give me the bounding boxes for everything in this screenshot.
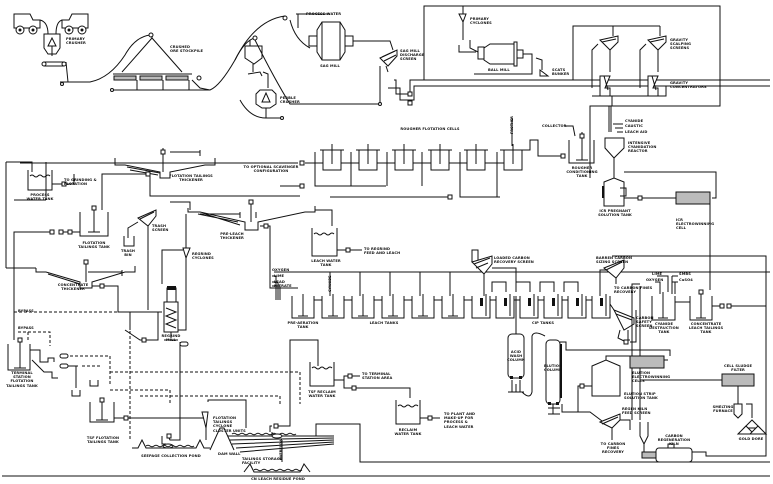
label-dam-wall: DAM WALL	[218, 452, 241, 456]
label-leach-aid: LEACH AID	[625, 130, 648, 134]
label-carbon-safety-screen: CARBON SAFETY SCREEN	[636, 316, 654, 329]
ball-mill-symbol	[474, 41, 550, 77]
label-sag-mill: SAG MILL	[320, 64, 340, 68]
label-concentrate-thickener: CONCENTRATE THICKENER	[57, 283, 89, 292]
haul-truck-left	[13, 13, 41, 35]
label-scats-bunker: SCATS BUNKER	[552, 68, 570, 77]
label-cip-tanks: CIP TANKS	[531, 321, 555, 325]
label-pre-aeration-tank: PRE-AERATION TANK	[287, 321, 319, 330]
label-intensive-cyanidation-reactor: INTENSIVE CYANIDATION REACTOR	[628, 141, 657, 154]
label-reclaim-water-tank: RECLAIM WATER TANK	[394, 428, 422, 437]
label-carbon-regeneration-kiln: CARBON REGENERATION KILN	[657, 434, 691, 447]
label-leach-tanks: LEACH TANKS	[369, 321, 399, 325]
label-flotation-tailings-cyclone: FLOTATION TAILINGS CYCLONE CLUSTER UNITS	[213, 416, 246, 433]
label-icr-electrowinning-cell: ICR ELECTROWINNING CELL	[676, 218, 715, 231]
label-regrind-mill: REGRIND MILL	[161, 334, 181, 343]
label-frother: FROTHER	[510, 116, 514, 134]
label-lime: LIME	[274, 274, 285, 278]
label-to-regrind-feed-leach: TO REGRIND FEED AND LEACH	[364, 247, 401, 256]
label-primary-cyclones: PRIMARY CYCLONES	[470, 17, 492, 26]
label-loaded-carbon-recovery-screen: LOADED CARBON RECOVERY SCREEN	[494, 256, 534, 265]
label-process-water: PROCESS WATER	[306, 12, 342, 16]
sag-discharge-screen-symbol	[379, 49, 398, 73]
elution-column-symbol	[545, 339, 562, 415]
label-caustic: CAUSTIC	[625, 124, 643, 128]
label-cyanide-leach: CYANIDE	[328, 275, 332, 292]
label-smelting-furnace: SMELTING FURNACE	[712, 405, 734, 414]
rougher-flotation-cells-symbol	[314, 144, 524, 198]
label-to-terminal-station-area: TO TERMINAL STATION AREA	[362, 372, 393, 381]
label-flotation-tailings-thickener: FLOTATION TAILINGS THICKENER	[169, 174, 213, 183]
label-terminal-station-flotation-tailings-tank: TERMINAL STATION FLOTATION TAILINGS TANK	[6, 371, 38, 388]
label-gravity-concentrators: GRAVITY CONCENTRATORS	[670, 81, 707, 90]
label-gold-dore: GOLD DORE	[738, 437, 764, 441]
label-elution-column: ELUTION COLUMN	[544, 364, 563, 373]
label-to-grinding-flotation: TO GRINDING & FLOTATION	[64, 178, 97, 187]
label-bypass-2: BYPASS	[18, 326, 34, 330]
label-to-plant-makeup: TO PLANT AND MAKE-UP FOR PROCESS & LEACH…	[444, 412, 476, 429]
label-seepage-collection-pond: SEEPAGE COLLECTION POND	[141, 454, 201, 458]
label-elution-electrowinning-cells: ELUTION ELECTROWINNING CELLS	[632, 371, 671, 384]
label-bypass-1: BYPASS	[18, 309, 34, 313]
label-regrind-cyclones: REGRIND CYCLONES	[192, 252, 214, 261]
label-icr-pregnant-solution-tank: ICR PREGNANT SOLUTION TANK	[598, 209, 632, 218]
label-elution-strip-solution-tank: ELUTION STRIP SOLUTION TANK	[624, 392, 658, 401]
label-cyanide-destruction-tank: CYANIDE DESTRUCTION TANK	[649, 322, 679, 335]
leach-tanks-symbol	[291, 272, 472, 319]
label-gravity-scalping-screens: GRAVITY SCALPING SCREENS	[670, 38, 692, 51]
label-to-carbon-fines-recovery: TO CARBON FINES RECOVERY	[614, 286, 653, 295]
label-to-optional-scavenger: TO OPTIONAL SCAVENGER CONFIGURATION	[243, 165, 299, 174]
stockpile-symbol	[110, 36, 256, 92]
label-rougher-conditioning-tank: ROUGHER CONDITIONING TANK	[566, 166, 598, 179]
acid-wash-column-symbol	[507, 322, 525, 393]
label-leach-water-tank: LEACH WATER TANK	[311, 259, 341, 268]
label-tailings-storage-facility: TAILINGS STORAGE FACILITY	[242, 457, 283, 466]
label-regen-kiln-feed-screen: REGEN KILN FEED SCREEN	[622, 407, 651, 416]
label-rougher-flotation-cells: ROUGHER FLOTATION CELLS	[400, 127, 460, 131]
sag-mill-symbol	[308, 21, 354, 61]
label-trash-screen: TRASH SCREEN	[152, 224, 169, 233]
label-cyanide: CYANIDE	[625, 119, 644, 123]
label-oxygen: OXYGEN	[272, 268, 290, 272]
label-tsf-reclaim-water-tank: TSF RECLAIM WATER TANK	[308, 390, 336, 399]
label-smbs: SMBS	[679, 272, 691, 276]
label-barren-carbon-sizing-screen: BARREN CARBON SIZING SCREEN	[596, 256, 633, 265]
label-cell-sludge-filter: CELL SLUDGE FILTER	[723, 364, 753, 373]
primary-crusher-symbol	[39, 19, 70, 86]
label-oxygen-cn-destruction: OXYGEN	[646, 278, 664, 282]
label-overflow: OVERFLOW	[279, 438, 283, 460]
label-lime-cn-destruction: LIME	[652, 272, 663, 276]
label-crushed-ore-stockpile: CRUSHED ORE STOCKPILE	[170, 45, 204, 54]
label-cn-leach-residue-pond: CN LEACH RESIDUE POND	[251, 477, 305, 481]
label-to-carbon-fines-recovery-2: TO CARBON FINES RECOVERY	[600, 442, 626, 455]
label-ball-mill: BALL MILL	[488, 68, 510, 72]
label-pre-leach-thickener: PRE-LEACH THICKENER	[220, 232, 244, 241]
haul-truck-right	[61, 13, 89, 35]
label-tsf-flotation-tailings-tank: TSF FLOTATION TAILINGS TANK	[86, 436, 120, 445]
label-process-water-tank: PROCESS WATER TANK	[26, 193, 54, 202]
label-pebble-crusher: PEBBLE CRUSHER	[280, 96, 300, 105]
label-sag-mill-discharge-screen: SAG MILL DISCHARGE SCREEN	[400, 49, 425, 62]
label-concentrate-leach-tailings-tank: CONCENTRATE LEACH TAILINGS TANK	[688, 322, 724, 335]
cip-tanks-symbol	[471, 281, 611, 319]
label-primary-crusher: PRIMARY CRUSHER	[66, 37, 86, 46]
label-collector: COLLECTOR	[542, 124, 567, 128]
label-lead-nitrate: LEAD NITRATE	[274, 280, 292, 289]
label-acid-wash-column: ACID WASH COLUMN	[507, 350, 525, 363]
label-trash-bin: TRASH BIN	[120, 249, 136, 258]
label-cuso4: CuSO4	[679, 278, 693, 282]
label-flotation-tailings-tank: FLOTATION TAILINGS TANK	[78, 241, 110, 250]
